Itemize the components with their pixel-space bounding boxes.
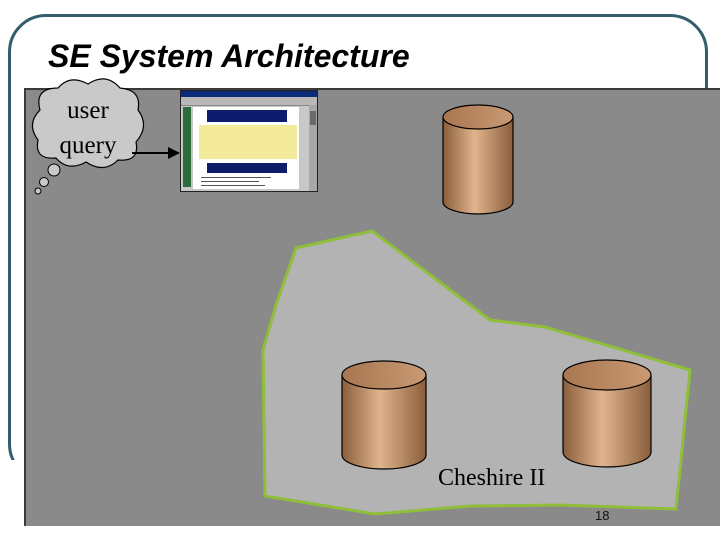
page-number: 18 — [595, 508, 610, 523]
browser-banner — [207, 110, 287, 122]
arrow-right-icon — [132, 147, 180, 159]
browser-titlebar — [181, 91, 317, 97]
browser-sidebar — [183, 107, 191, 187]
database-icon — [562, 359, 652, 468]
browser-toolbar — [181, 97, 317, 106]
browser-content-box — [199, 125, 297, 159]
browser-page — [193, 107, 299, 189]
browser-window-icon — [180, 90, 318, 192]
browser-banner — [207, 163, 287, 173]
database-icon — [442, 104, 514, 215]
region-label: Cheshire II — [438, 465, 546, 491]
bubble-text-query: query — [59, 132, 117, 159]
database-icon — [341, 360, 427, 470]
thought-bubble-icon — [31, 78, 145, 195]
browser-text-line — [201, 185, 265, 186]
browser-text-line — [201, 181, 259, 182]
browser-scroll-thumb — [310, 111, 316, 125]
browser-text-line — [201, 177, 271, 178]
bubble-text-user: user — [67, 97, 109, 124]
browser-scrollbar — [309, 105, 317, 191]
frame-gap-left — [6, 460, 26, 484]
slide-title: SE System Architecture — [48, 38, 410, 74]
